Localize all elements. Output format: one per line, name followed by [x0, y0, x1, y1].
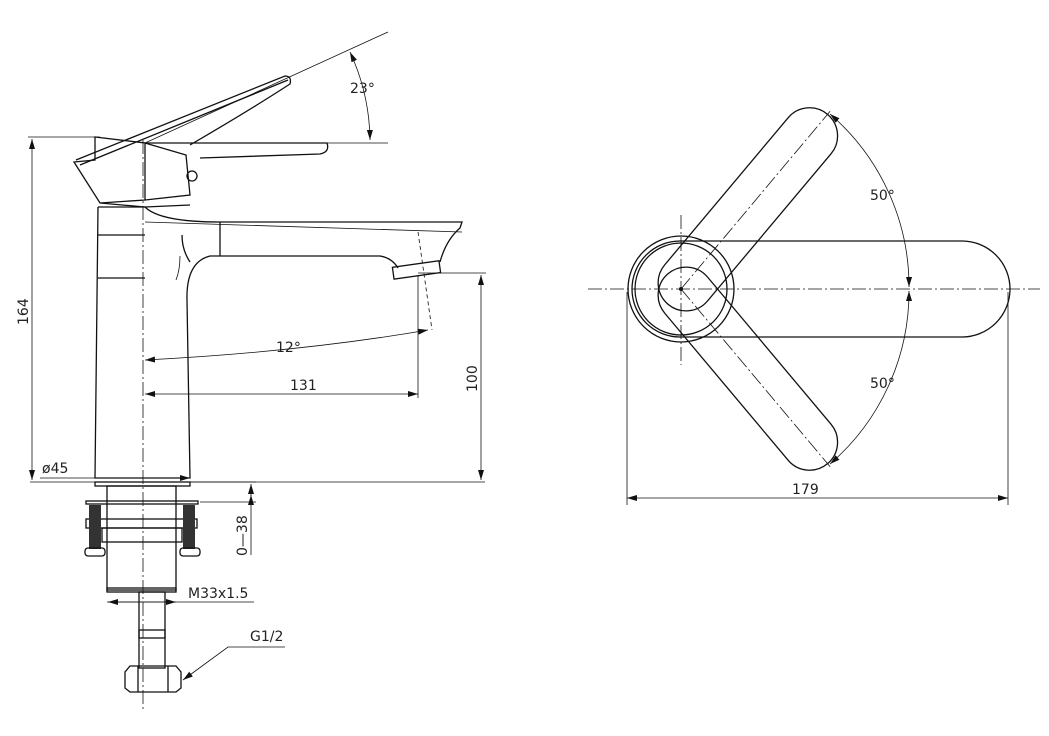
base-diameter-label: ø45: [42, 461, 68, 477]
aerator: [391, 259, 442, 280]
spout-angle-label: 12°: [276, 340, 301, 356]
spout-height-label: 100: [465, 365, 481, 392]
thread-label: M33x1.5: [188, 586, 248, 602]
spout-reach-label: 131: [290, 378, 317, 394]
handle-rotated-up: [657, 107, 839, 312]
top-view: 50° 50° 179: [588, 107, 1040, 505]
base-circle: [627, 235, 735, 343]
handle-angle-label: 23°: [350, 81, 375, 97]
handle-angle-arc: [349, 51, 373, 141]
inlet-label: G1/2: [250, 629, 283, 645]
deck-thickness-label: 0—38: [235, 515, 251, 556]
rotation-lower-label: 50°: [870, 376, 895, 392]
rotation-upper-label: 50°: [870, 188, 895, 204]
handle-rotated-down: [657, 266, 839, 471]
faucet-body: [94, 206, 463, 479]
total-height-label: 164: [16, 298, 32, 325]
mounting-kit: [84, 481, 201, 693]
lever-handle-raised: [75, 75, 329, 166]
side-view: 23° 164 12° 131 100 ø45: [16, 31, 486, 712]
overall-length-label: 179: [792, 482, 819, 498]
spout-angle-arc: [144, 328, 429, 363]
lever-housing: [72, 136, 191, 208]
handle-center-position: [631, 240, 1011, 338]
